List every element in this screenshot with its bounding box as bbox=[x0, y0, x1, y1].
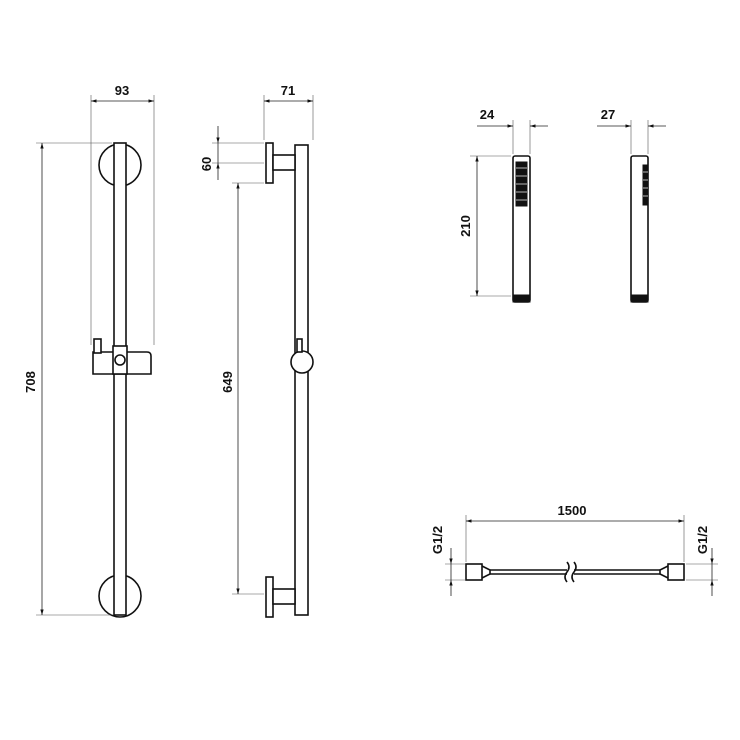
dimension-rail-height: 708 bbox=[23, 142, 112, 616]
dimension-bracket-spacing: 649 bbox=[220, 182, 264, 595]
dimension-hose-length: 1500 bbox=[465, 503, 685, 562]
dimension-label-g12-left: G1/2 bbox=[430, 526, 445, 554]
dimension-label-27: 27 bbox=[601, 107, 615, 122]
handshower-front-view bbox=[512, 155, 531, 303]
dimension-handshower-side-width: 27 bbox=[597, 107, 666, 154]
dimension-label-649: 649 bbox=[220, 371, 235, 393]
dimension-label-708: 708 bbox=[23, 371, 38, 393]
dimension-thread-left: G1/2 bbox=[430, 526, 465, 596]
dimension-label-1500: 1500 bbox=[558, 503, 587, 518]
dimension-label-60: 60 bbox=[199, 157, 214, 171]
rail-side-view bbox=[265, 142, 314, 618]
dimension-label-71: 71 bbox=[281, 83, 295, 98]
dimension-handshower-front-width: 24 bbox=[477, 107, 548, 154]
dimension-bracket-offset: 60 bbox=[199, 126, 264, 180]
dimension-thread-right: G1/2 bbox=[686, 526, 718, 596]
dimension-rail-width: 93 bbox=[90, 83, 155, 345]
rail-front-view bbox=[92, 142, 152, 618]
dimension-handshower-length: 210 bbox=[458, 155, 511, 297]
dimension-rail-depth: 71 bbox=[263, 83, 314, 140]
dimension-label-24: 24 bbox=[480, 107, 495, 122]
dimension-label-g12-right: G1/2 bbox=[695, 526, 710, 554]
dimension-label-210: 210 bbox=[458, 215, 473, 237]
handshower-side-view bbox=[630, 155, 649, 303]
dimension-label-93: 93 bbox=[115, 83, 129, 98]
shower-hose bbox=[465, 561, 685, 583]
